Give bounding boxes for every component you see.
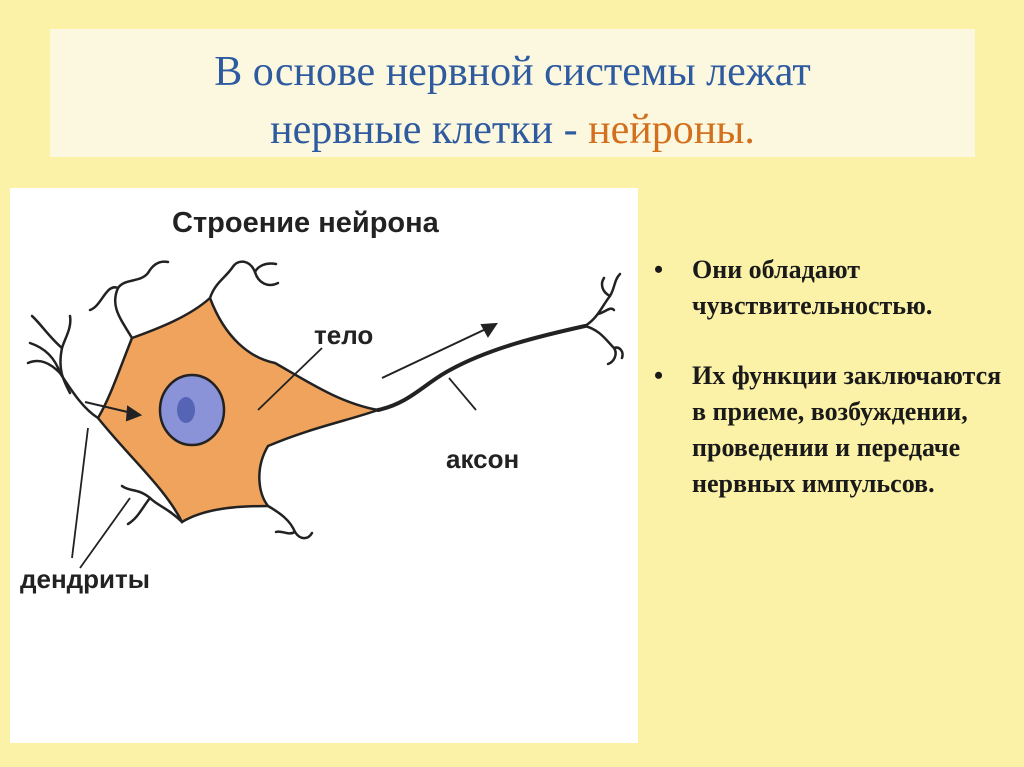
dendrites bbox=[26, 260, 314, 540]
title-line-2-prefix: нервные клетки - bbox=[270, 107, 589, 153]
bullet-dot-icon: • bbox=[654, 255, 664, 284]
label-axon: аксон bbox=[446, 444, 519, 474]
axon bbox=[376, 272, 624, 412]
title-box: В основе нервной системы лежат нервные к… bbox=[50, 29, 975, 157]
diagram-heading: Строение нейрона bbox=[172, 207, 440, 239]
bullet-item: • Их функции заключаются в приеме, возбу… bbox=[650, 358, 1010, 502]
title-accent-word: нейроны. bbox=[588, 107, 755, 153]
bullet-item: • Они обладают чувствительностью. bbox=[650, 252, 1010, 324]
nucleolus bbox=[177, 397, 195, 423]
signal-arrows bbox=[84, 322, 498, 422]
bullet-list: • Они обладают чувствительностью. • Их ф… bbox=[650, 252, 1010, 536]
label-dendrites: дендриты bbox=[20, 564, 150, 594]
label-body: тело bbox=[314, 320, 373, 350]
neuron-diagram: Строение нейрона bbox=[20, 207, 624, 594]
bullet-text: Они обладают чувствительностью. bbox=[692, 255, 933, 320]
leader-lines bbox=[71, 347, 477, 569]
neuron-diagram-panel: Строение нейрона bbox=[10, 188, 638, 743]
slide-title: В основе нервной системы лежат нервные к… bbox=[50, 29, 975, 159]
title-line-1: В основе нервной системы лежат bbox=[214, 49, 811, 95]
bullet-text: Их функции заключаются в приеме, возбужд… bbox=[692, 361, 1002, 498]
bullet-dot-icon: • bbox=[654, 361, 664, 390]
